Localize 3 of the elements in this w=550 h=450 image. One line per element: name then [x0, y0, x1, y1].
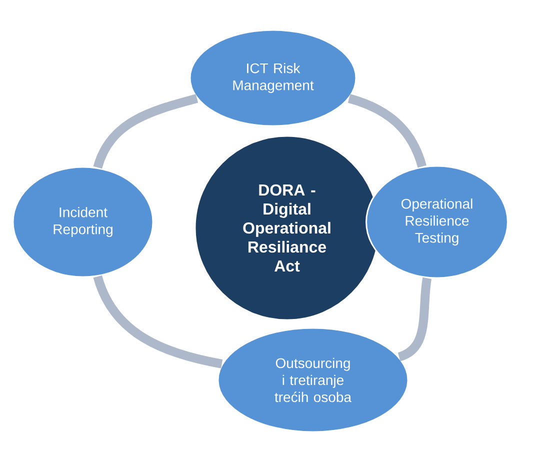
ring-segment: [348, 94, 426, 168]
ring-segment: [93, 275, 223, 368]
ring-segment: [93, 94, 198, 169]
